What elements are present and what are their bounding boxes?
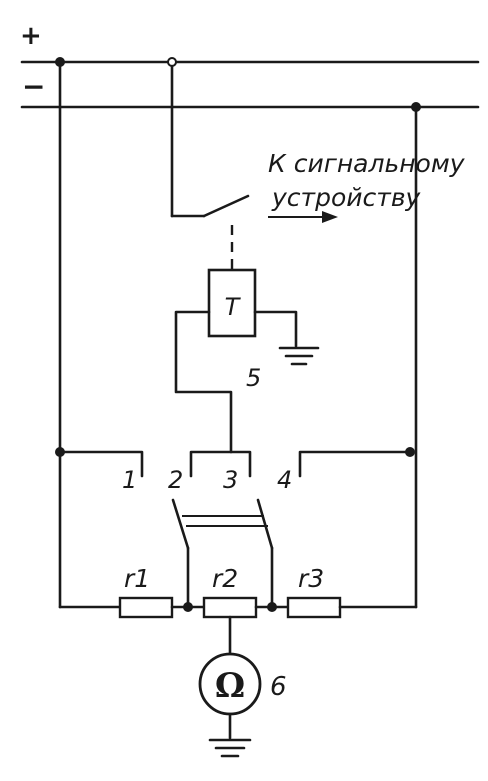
contact-3 [189,450,252,478]
relay-box [207,268,257,338]
resistor-r1 [118,596,174,619]
contact-4 [298,450,412,478]
plus-rail-sign: + [20,21,42,51]
resistor-r2 [202,596,258,619]
switch-blade-left [171,498,190,550]
signal-arrow-head [322,211,338,223]
signal-label-line2: устройству [271,183,422,212]
junction-r2-r3 [267,602,277,612]
contact-label-3: 3 [223,466,238,494]
signal-contact-blade [202,194,250,218]
meter-label-6: 6 [270,672,287,702]
resistor-label-r1: r1 [124,564,150,593]
relay-ground-lead [253,310,298,348]
contact-label-4: 4 [277,466,292,494]
resistor-label-r3: r3 [298,564,324,593]
contact-1 [58,450,144,478]
ohm-symbol: Ω [215,666,245,706]
circuit-label-5: 5 [246,364,261,392]
switch-blade-right [256,498,274,550]
resistor-r3 [286,596,342,619]
minus-rail-sign: − [22,70,45,103]
relay-coil-lead [174,310,233,454]
resistor-label-r2: r2 [212,564,238,593]
junction-r1-r2 [183,602,193,612]
signal-label-line1: К сигнальному [268,149,466,178]
contact-label-2: 2 [168,466,183,494]
relay-label: T [225,293,242,321]
contact-label-1: 1 [122,466,137,494]
